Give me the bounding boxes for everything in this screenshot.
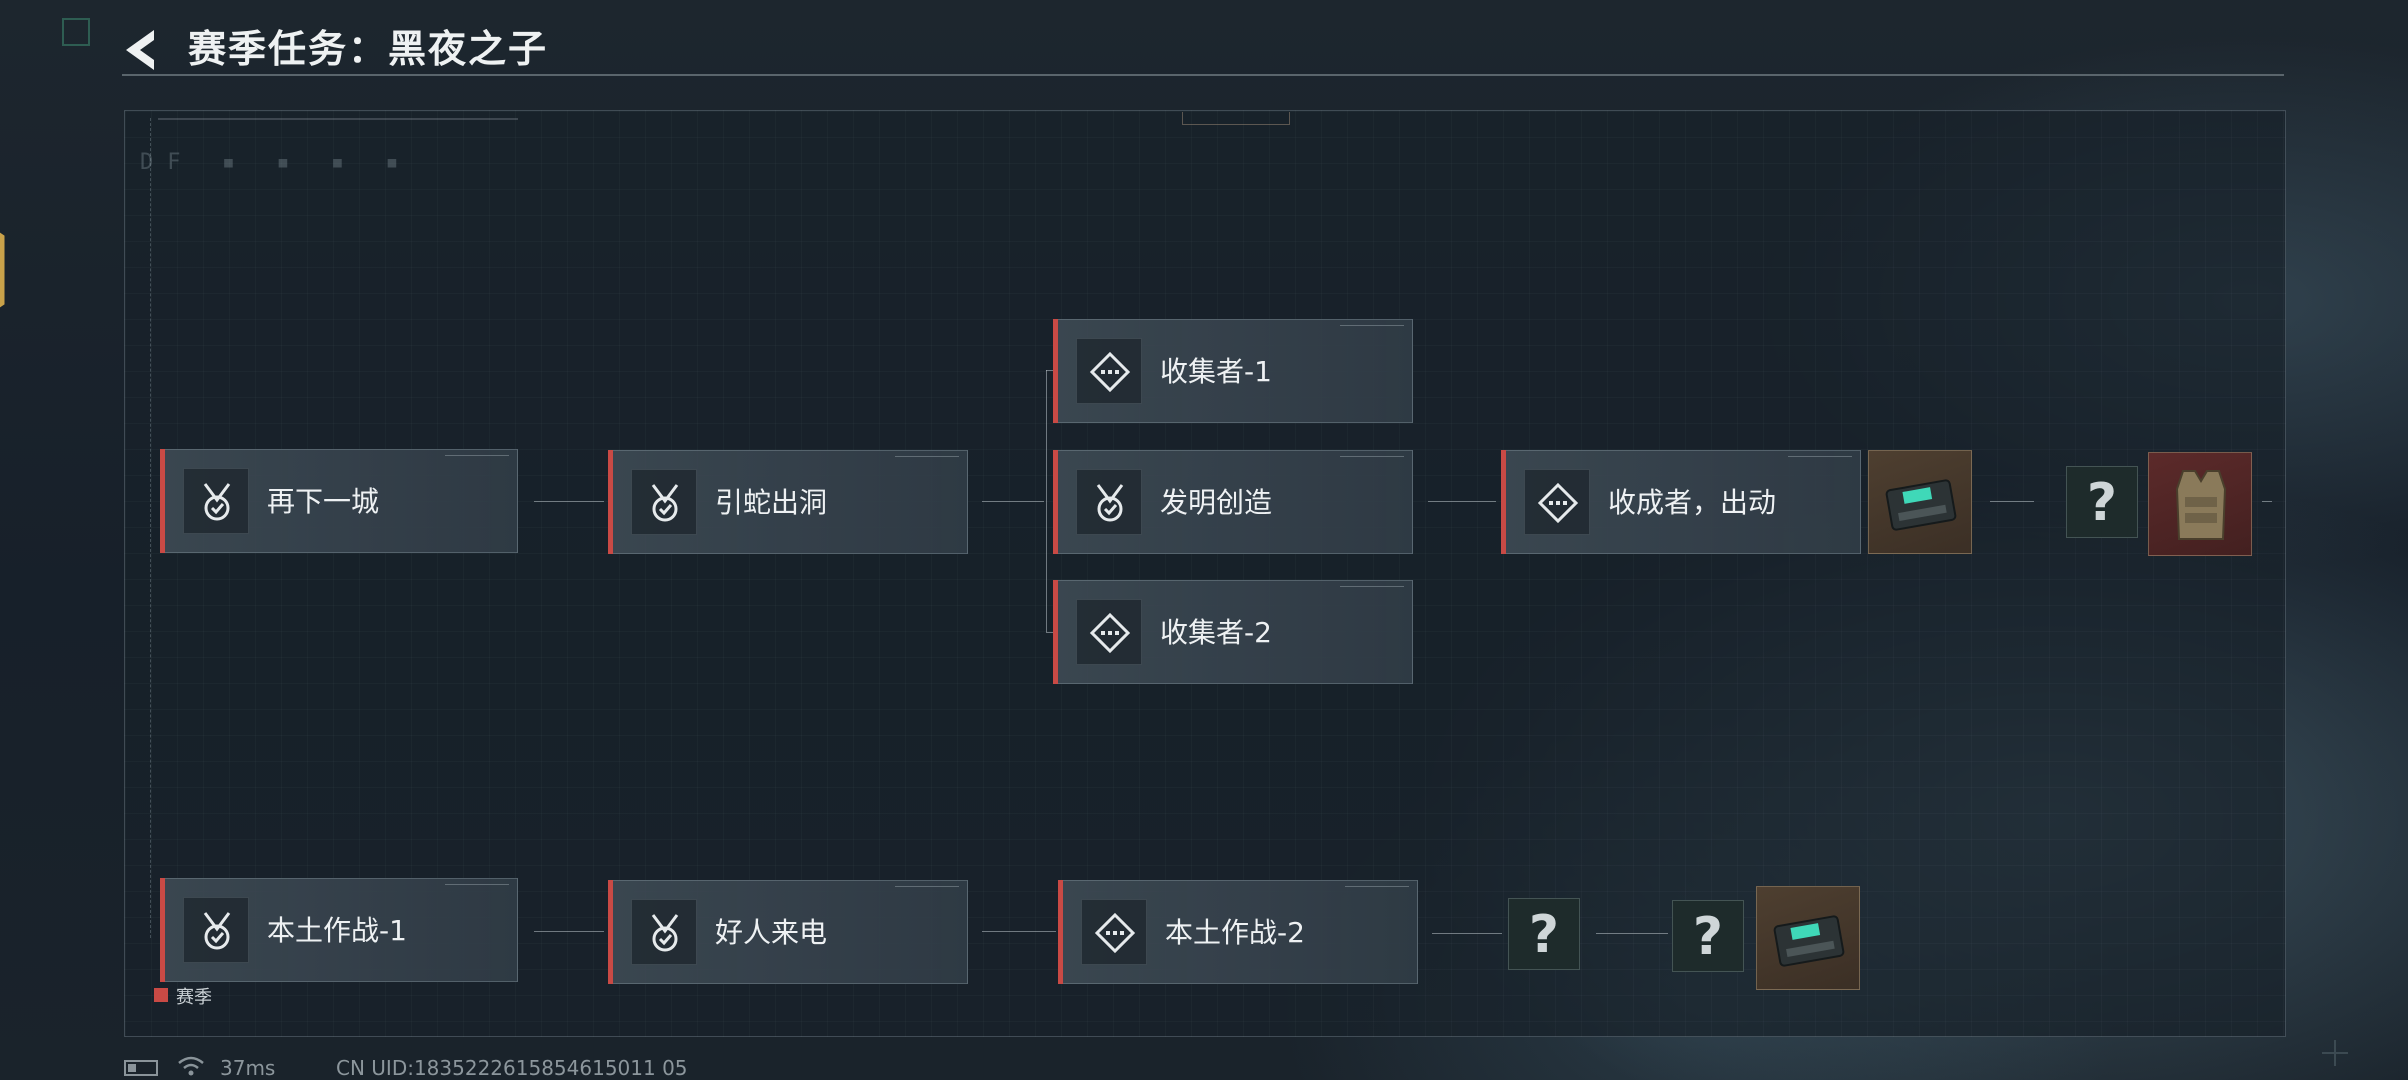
connector [1046,370,1054,371]
panel-top-marker [1182,112,1290,125]
back-button[interactable] [118,26,166,74]
wifi-icon [178,1056,204,1076]
connector [2262,501,2272,502]
task-icon-box [1076,338,1142,404]
task-icon-box [631,469,697,535]
unknown-mark: ? [2086,473,2118,533]
connector [1990,501,2034,502]
battery-icon [124,1060,158,1076]
card-deco [1345,886,1409,890]
task-card-collector-2[interactable]: 收集者-2 [1053,580,1413,684]
task-label: 收集者-1 [1160,355,1272,388]
reward-unknown[interactable]: ? [2066,466,2138,538]
connector [1428,501,1496,502]
season-legend-swatch [154,988,168,1002]
task-icon-box [1524,469,1590,535]
task-card-row1-2[interactable]: 引蛇出洞 [608,450,968,554]
armor-vest-icon [2175,470,2227,540]
connector [1432,933,1502,934]
season-accent [1501,450,1506,554]
task-card-row2-2[interactable]: 好人来电 [608,880,968,984]
tree-root-line [150,118,152,938]
connector [534,501,604,502]
device-case-icon [1885,479,1957,531]
unknown-mark: ? [1692,907,1724,967]
connector [534,931,604,932]
season-accent [608,450,613,554]
task-label: 本土作战-1 [267,914,407,947]
back-arrow-icon [126,30,154,70]
card-deco [895,886,959,890]
reward-unknown[interactable]: ? [1508,898,1580,970]
medal-check-icon [203,912,231,950]
reward-item-device[interactable] [1868,450,1972,554]
reward-item-device[interactable] [1756,886,1860,990]
device-case-icon [1773,915,1845,967]
season-accent [160,878,165,982]
diamond-ellipsis-icon [1537,482,1579,524]
task-label: 收集者-2 [1160,616,1272,649]
medal-check-icon [203,483,231,521]
corner-square-icon [62,18,90,46]
season-accent [608,880,613,984]
task-card-row2-1[interactable]: 本土作战-1 [160,878,518,982]
season-accent [1053,450,1058,554]
connector [982,501,1044,502]
task-card-invention[interactable]: 发明创造 [1053,450,1413,554]
diamond-ellipsis-icon [1089,351,1131,393]
task-icon-box [1076,599,1142,665]
connector [982,931,1056,932]
unknown-mark: ? [1528,905,1560,965]
card-deco [445,884,509,888]
card-deco [1340,586,1404,590]
medal-check-icon [651,914,679,952]
uid-text: CN UID:1835222615854615011 05 [336,1056,688,1080]
task-label: 再下一城 [267,485,380,518]
task-card-harvester[interactable]: 收成者，出动 [1501,450,1861,554]
connector [1046,632,1054,633]
task-card-row2-3[interactable]: 本土作战-2 [1058,880,1418,984]
panel-deco [158,118,518,120]
page-title: 赛季任务：黑夜之子 [188,27,549,71]
header-divider [122,74,2284,76]
task-label: 引蛇出洞 [715,486,828,519]
season-accent [160,449,165,553]
task-icon-box [183,897,249,963]
task-card-collector-1[interactable]: 收集者-1 [1053,319,1413,423]
task-card-row1-1[interactable]: 再下一城 [160,449,518,553]
diamond-ellipsis-icon [1089,612,1131,654]
task-icon-box [1076,469,1142,535]
task-label: 收成者，出动 [1608,486,1777,519]
ping-text: 37ms [220,1056,276,1080]
plus-icon [2322,1040,2348,1066]
task-icon-box [631,899,697,965]
card-deco [1340,325,1404,329]
task-icon-box [1081,899,1147,965]
panel-deco-text: DF ▪ ▪ ▪ ▪ [140,150,413,175]
medal-check-icon [651,484,679,522]
task-label: 本土作战-2 [1165,916,1305,949]
task-icon-box [183,468,249,534]
task-label: 好人来电 [715,916,828,949]
medal-check-icon [1096,484,1124,522]
season-accent [1053,580,1058,684]
season-accent [1053,319,1058,423]
reward-unknown[interactable]: ? [1672,900,1744,972]
season-legend-label: 赛季 [176,987,212,1008]
season-accent [1058,880,1063,984]
task-label: 发明创造 [1160,486,1273,519]
diamond-ellipsis-icon [1094,912,1136,954]
branch-line [1046,370,1047,632]
card-deco [1788,456,1852,460]
card-deco [895,456,959,460]
card-deco [445,455,509,459]
reward-item-armor[interactable] [2148,452,2252,556]
season-badge-icon [0,232,5,308]
card-deco [1340,456,1404,460]
connector [1596,933,1668,934]
